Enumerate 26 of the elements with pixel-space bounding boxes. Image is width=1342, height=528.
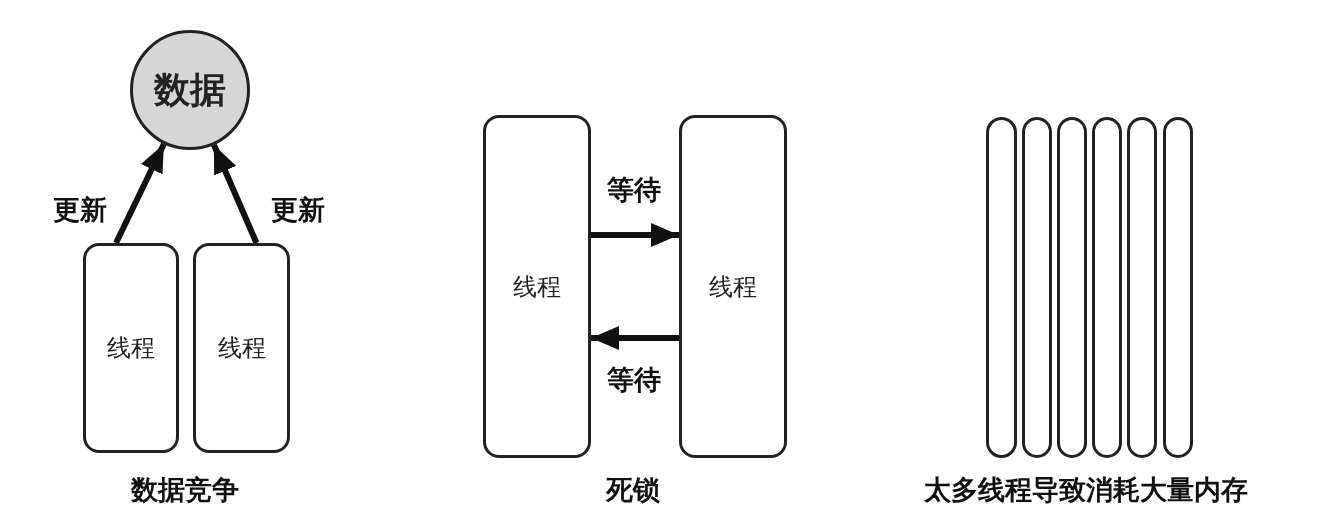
edge-label: 更新 <box>53 193 107 227</box>
edge-label: 等待 <box>607 173 661 207</box>
arrow <box>113 142 167 245</box>
thread-bar <box>1163 117 1193 458</box>
thread-bar <box>1127 117 1157 458</box>
thread-box <box>483 115 591 458</box>
caption: 数据竞争 <box>131 473 239 507</box>
node-label: 数据 <box>154 67 226 112</box>
caption: 太多线程导致消耗大量内存 <box>924 473 1248 507</box>
thread-bar <box>1092 117 1122 458</box>
caption: 死锁 <box>606 473 660 507</box>
edge-label: 更新 <box>271 193 325 227</box>
thread-bar <box>986 117 1017 458</box>
edge-label: 等待 <box>607 363 661 397</box>
node-label: 线程 <box>107 333 155 364</box>
thread-box <box>193 243 290 453</box>
thread-box <box>83 243 179 453</box>
node-label: 线程 <box>709 271 757 303</box>
node-label: 线程 <box>217 333 266 364</box>
arrow <box>591 326 679 350</box>
node-label: 线程 <box>513 271 561 303</box>
thread-bar <box>1057 117 1087 458</box>
thread-bar <box>1022 117 1052 458</box>
arrow <box>211 143 260 245</box>
arrow <box>591 223 679 247</box>
thread-box <box>679 115 787 458</box>
